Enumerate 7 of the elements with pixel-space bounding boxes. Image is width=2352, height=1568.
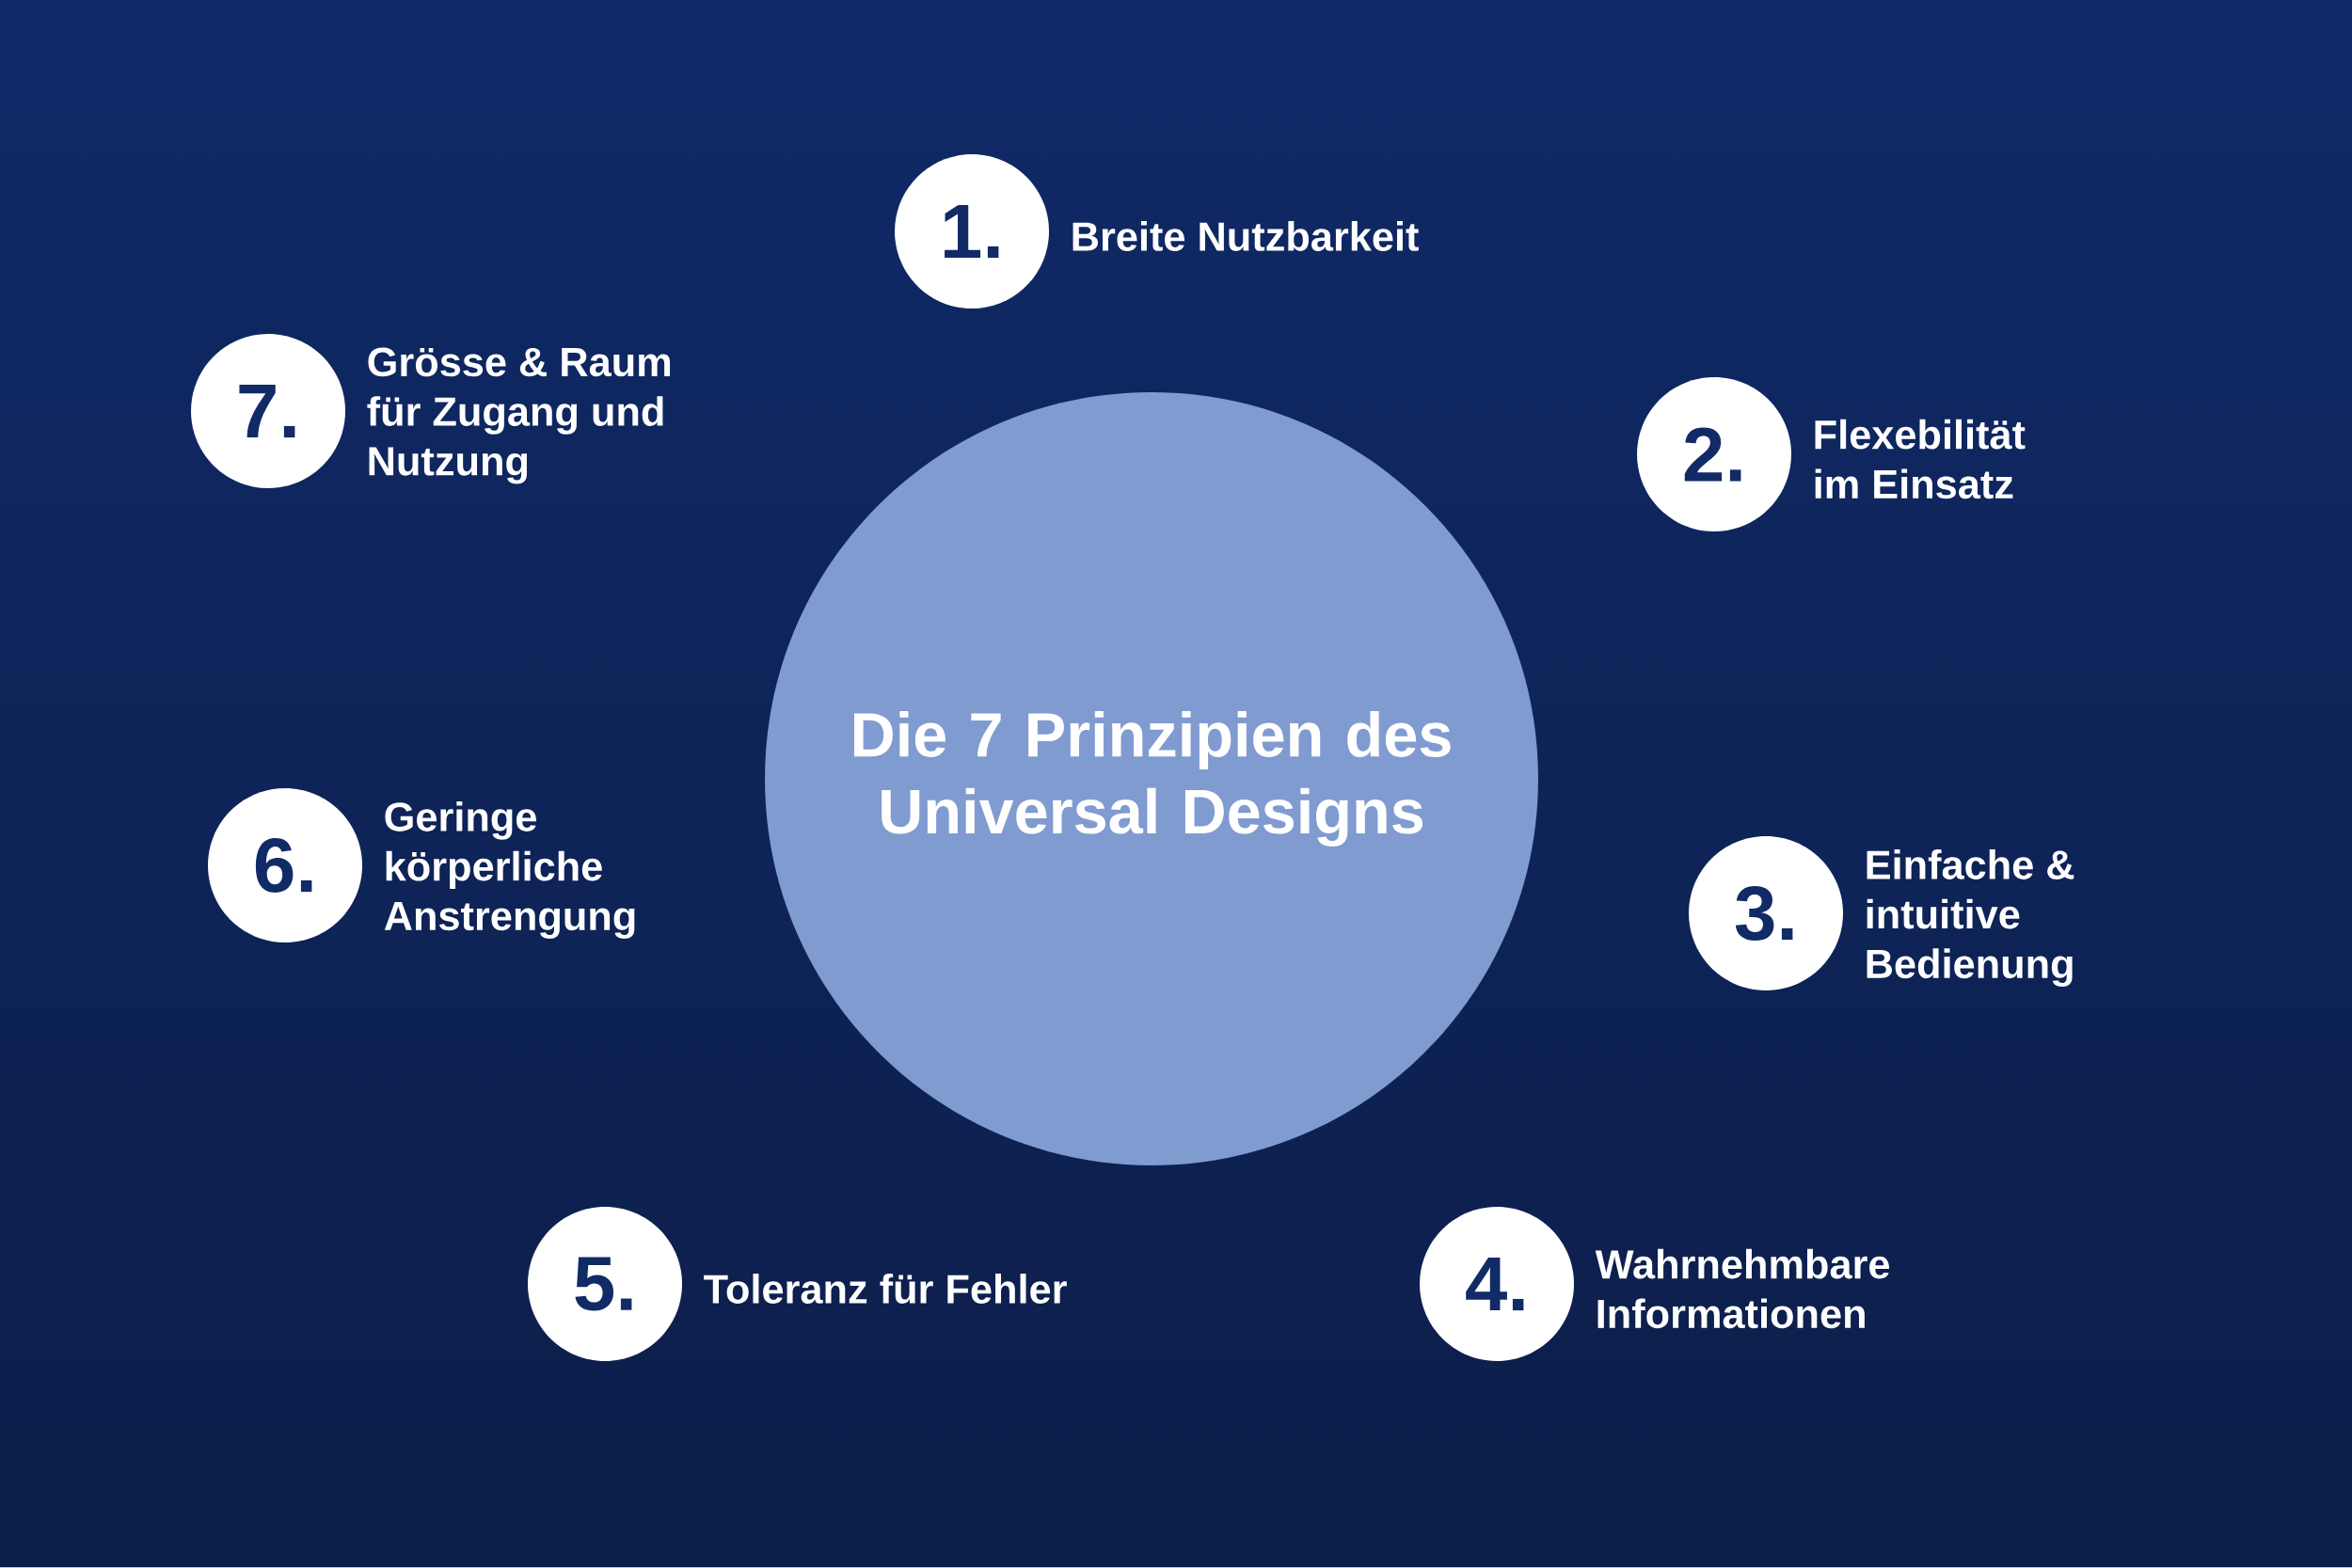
principle-label: Grösse & Raum für Zugang und Nutzung xyxy=(367,347,671,484)
principle-label: Toleranz für Fehler xyxy=(704,1274,1067,1304)
principle-label: Flexebilität im Einsatz xyxy=(1815,419,2026,499)
principle-label: Wahrnehmbare Informationen xyxy=(1595,1248,1890,1329)
principle-label: Breite Nutzbarkeit xyxy=(1073,221,1419,251)
principle-label: Einfache & intuitive Bedienung xyxy=(1867,849,2074,987)
principle-label: Geringe körperliche Anstrengung xyxy=(384,801,635,939)
